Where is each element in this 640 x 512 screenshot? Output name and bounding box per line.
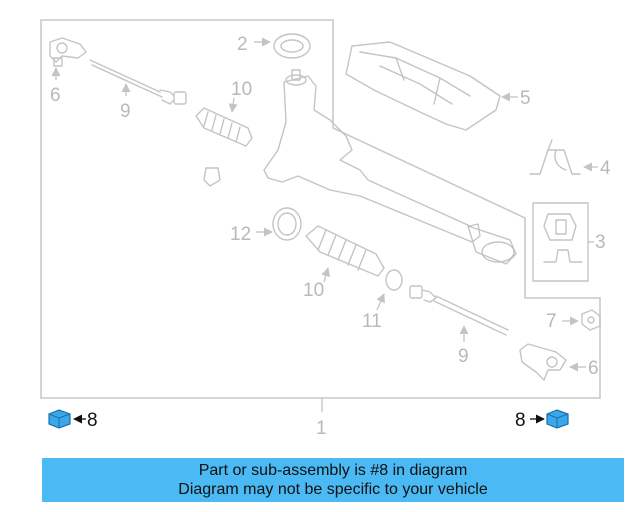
- boot-left[interactable]: [195, 107, 253, 147]
- callout-12: 12: [230, 224, 251, 245]
- notice-line-2: Diagram may not be specific to your vehi…: [178, 481, 488, 498]
- callout-9-bottom: 9: [458, 346, 469, 367]
- boot-right[interactable]: [305, 225, 385, 277]
- callout-6-bottom: 6: [588, 358, 599, 379]
- grommet[interactable]: [273, 33, 311, 59]
- highlighted-nut-right-icon[interactable]: [546, 409, 569, 429]
- lock-nut[interactable]: [581, 309, 601, 331]
- callout-11: 11: [362, 311, 382, 332]
- callout-6-top: 6: [50, 85, 61, 106]
- notice-line-1: Part or sub-assembly is #8 in diagram: [198, 462, 468, 479]
- callout-3: 3: [595, 232, 606, 253]
- callout-4: 4: [600, 158, 611, 179]
- snap-ring[interactable]: [385, 269, 403, 291]
- steering-rack-housing[interactable]: [263, 69, 517, 265]
- inner-tie-rod-left[interactable]: [89, 59, 187, 105]
- callout-10-top: 10: [231, 79, 252, 100]
- diagram-notice-banner: Part or sub-assembly is #8 in diagram Di…: [42, 458, 624, 502]
- callout-2: 2: [237, 34, 248, 55]
- clamp-small: [203, 167, 221, 187]
- bushing[interactable]: [543, 213, 583, 263]
- callout-9-top: 9: [120, 101, 131, 122]
- heat-shield-bracket[interactable]: [345, 41, 501, 131]
- parts-diagram: 6 9 2 10 5 4: [40, 19, 611, 439]
- tie-rod-end-outer-right[interactable]: [519, 343, 567, 381]
- callout-10-bottom: 10: [303, 280, 324, 301]
- assembly-frame: [40, 19, 601, 399]
- callout-8-right: 8: [515, 410, 526, 431]
- mount-clamp[interactable]: [529, 139, 581, 175]
- callout-7: 7: [546, 311, 557, 332]
- callout-1: 1: [316, 418, 327, 439]
- highlighted-nut-left-icon[interactable]: [48, 409, 71, 429]
- retaining-ring[interactable]: [272, 207, 302, 241]
- callout-8-left: 8: [87, 410, 98, 431]
- callout-5: 5: [520, 88, 531, 109]
- inner-tie-rod-right[interactable]: [409, 285, 509, 336]
- tie-rod-end-outer-left[interactable]: [49, 37, 87, 67]
